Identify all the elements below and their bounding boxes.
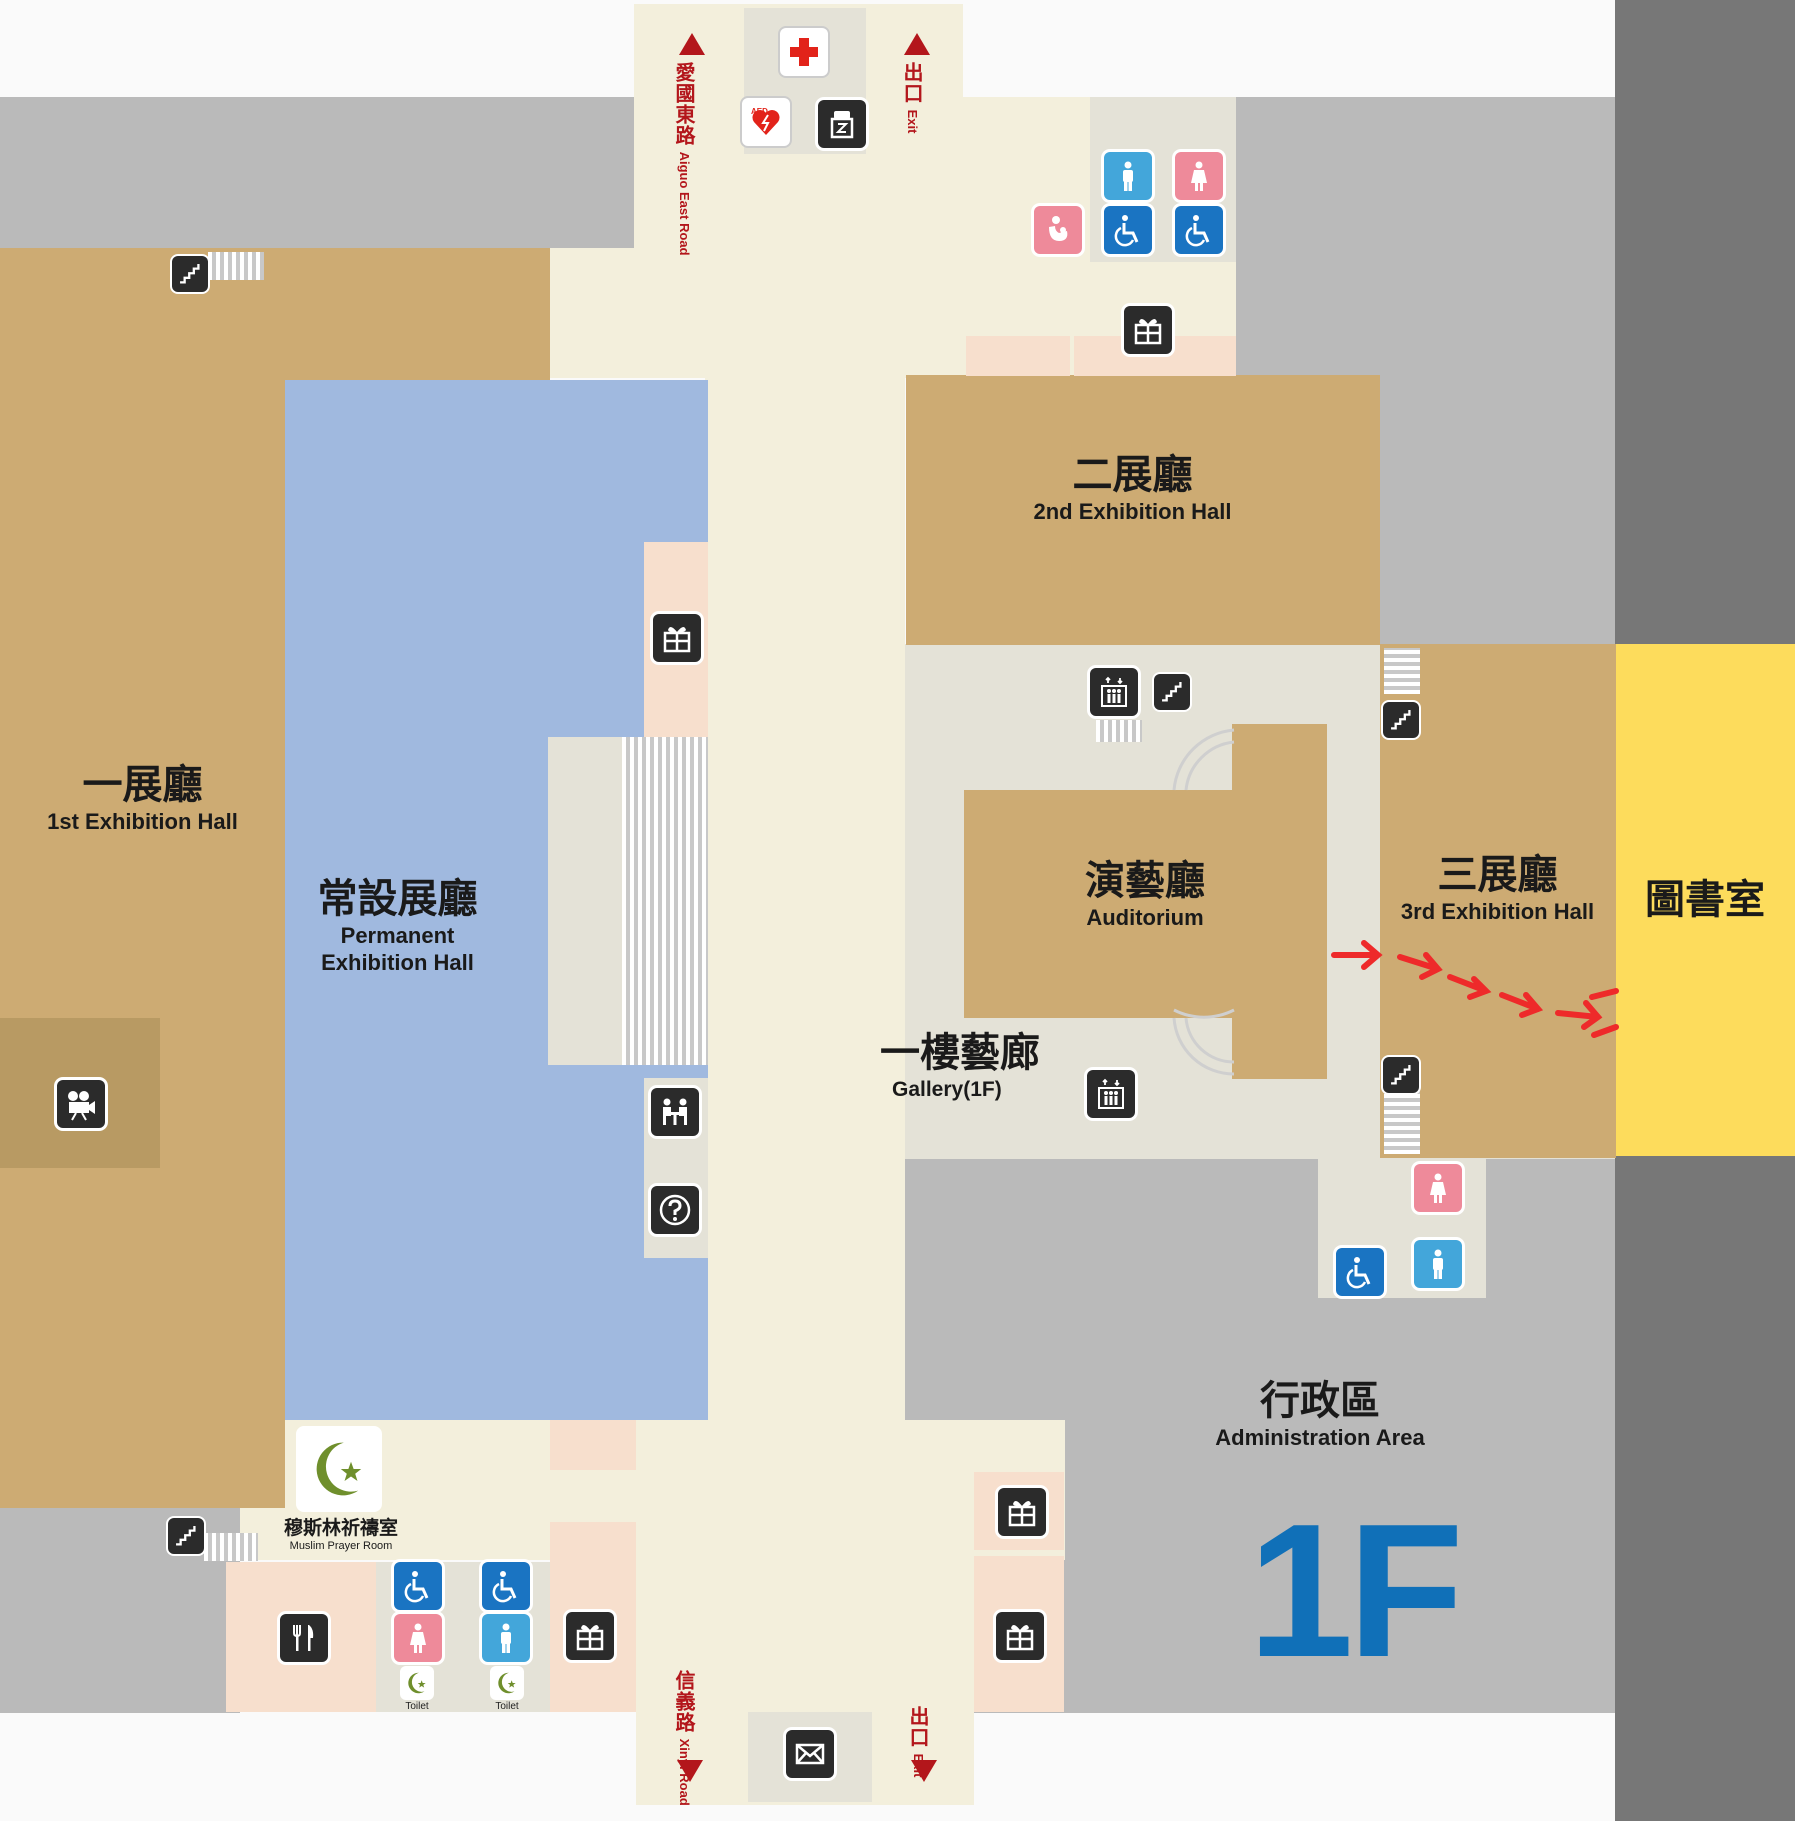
north-road-en: Aiguo East Road: [677, 151, 692, 256]
stair-steps-3rd-bottom: [1384, 1090, 1420, 1154]
toilet-label: Toilet: [405, 1701, 429, 1712]
meeting-icon: [651, 1088, 699, 1136]
prayer-toilet-icon: [490, 1666, 524, 1700]
north-road-arrow: [679, 33, 705, 55]
library-zh: 圖書室: [1645, 877, 1765, 923]
label-prayer: 穆斯林祈禱室 Muslim Prayer Room: [266, 1517, 416, 1553]
hall-1st-zh: 一展廳: [82, 762, 203, 808]
prayer-zh: 穆斯林祈禱室: [283, 1517, 398, 1539]
gallery-zh: 一樓藝廊: [880, 1030, 1040, 1076]
info-icon: [651, 1186, 699, 1234]
mail-icon: [786, 1730, 834, 1778]
hall-2nd-zh: 二展廳: [1072, 452, 1193, 498]
auditorium-zh: 演藝廳: [1085, 858, 1205, 904]
label-hall-permanent: 常設展廳 Permanent Exhibition Hall: [290, 876, 505, 976]
stairs-icon: [1383, 1057, 1419, 1093]
south-road-zh: 信義路: [672, 1670, 696, 1733]
stair-steps-sw: [204, 1533, 258, 1561]
prayer-room-icon: [296, 1426, 382, 1512]
hall-1st-en: 1st Exhibition Hall: [47, 809, 238, 834]
gallery-corridor: [1325, 598, 1380, 1168]
aed-text: AED: [751, 107, 768, 116]
accessible-icon: [1175, 206, 1223, 254]
prayer-toilet-icon: [400, 1666, 434, 1700]
aed-icon: AED: [742, 98, 790, 146]
hall-permanent-zh: 常設展廳: [317, 876, 478, 922]
south-exit-arrow: [911, 1760, 937, 1782]
north-exit-en: Exit: [905, 109, 920, 134]
admin-zh: 行政區: [1260, 1378, 1380, 1424]
stair-steps-gallery: [1096, 720, 1142, 742]
hall-3rd-zh: 三展廳: [1437, 852, 1558, 898]
accessible-icon: [1336, 1248, 1384, 1296]
label-library: 圖書室: [1625, 877, 1785, 923]
north-exit-arrow: [904, 33, 930, 55]
accessible-icon: [482, 1562, 530, 1610]
hall-1st: [0, 298, 285, 1508]
accessible-icon: [1104, 206, 1152, 254]
accessible-icon: [394, 1562, 442, 1610]
restroom-male-icon: [482, 1614, 530, 1662]
north-exit-label: 出口 Exit: [898, 62, 927, 133]
hall-3rd: [1380, 644, 1616, 1158]
stair-steps-3rd-top: [1384, 648, 1420, 694]
shop-south-small: [550, 1420, 636, 1470]
restroom-male-icon: [1104, 152, 1152, 200]
prayer-en: Muslim Prayer Room: [289, 1540, 393, 1552]
restroom-male-icon: [1414, 1240, 1462, 1288]
gift-shop-icon: [996, 1612, 1044, 1660]
route-arrows: [1331, 940, 1619, 1038]
block-northwest: [0, 97, 634, 252]
library-room: [1616, 644, 1795, 1156]
south-road-label: 信義路 Xinyi Road: [670, 1670, 699, 1806]
restroom-female-icon: [394, 1614, 442, 1662]
label-gallery: 一樓藝廊 Gallery(1F): [880, 1030, 1060, 1103]
south-road-arrow: [677, 1760, 703, 1782]
nursing-room-icon: [1034, 206, 1082, 254]
floor-number: 1F: [1248, 1485, 1464, 1697]
stairs-icon: [172, 256, 208, 292]
gift-shop-icon: [653, 614, 701, 662]
locker-icon: [818, 100, 866, 148]
cinema-icon: [57, 1080, 105, 1128]
shop-north-left: [966, 336, 1070, 376]
north-road-label: 愛國東路 Aiguo East Road: [670, 62, 699, 256]
elevator-icon: [1087, 1070, 1135, 1118]
north-exit-zh: 出口: [900, 62, 924, 104]
first-aid-icon: [780, 28, 828, 76]
north-road-zh: 愛國東路: [672, 62, 696, 146]
gift-shop-icon: [1124, 306, 1172, 354]
restroom-female-icon: [1414, 1164, 1462, 1212]
grand-stair-steps: [622, 737, 708, 1065]
gift-shop-icon: [566, 1612, 614, 1660]
auditorium-seating-arcs: [1172, 728, 1235, 1076]
label-hall-1st: 一展廳 1st Exhibition Hall: [30, 762, 255, 835]
auditorium-main: [964, 790, 1327, 1018]
admin-en: Administration Area: [1215, 1425, 1425, 1450]
restroom-female-icon: [1175, 152, 1223, 200]
gift-shop-icon: [998, 1488, 1046, 1536]
stairs-icon: [1383, 702, 1419, 738]
label-auditorium: 演藝廳 Auditorium: [1040, 858, 1250, 931]
label-hall-2nd: 二展廳 2nd Exhibition Hall: [1010, 452, 1255, 525]
hall-permanent-en2: Exhibition Hall: [321, 950, 474, 975]
south-exit-zh: 出口: [906, 1706, 930, 1748]
hall-2nd-en: 2nd Exhibition Hall: [1033, 499, 1232, 524]
toilet-label: Toilet: [495, 1701, 519, 1712]
hall-2nd: [906, 375, 1380, 645]
stair-steps-nw: [208, 252, 264, 280]
hall-3rd-en: 3rd Exhibition Hall: [1400, 899, 1595, 924]
elevator-icon: [1090, 668, 1138, 716]
stairs-icon: [1154, 674, 1190, 710]
label-hall-3rd: 三展廳 3rd Exhibition Hall: [1385, 852, 1610, 925]
gallery-en: Gallery(1F): [892, 1078, 1002, 1101]
hall-permanent-en1: Permanent: [340, 923, 455, 948]
restaurant-icon: [280, 1614, 328, 1662]
stairs-icon: [168, 1518, 204, 1554]
auditorium-en: Auditorium: [1086, 905, 1204, 930]
label-admin: 行政區 Administration Area: [1190, 1378, 1450, 1451]
